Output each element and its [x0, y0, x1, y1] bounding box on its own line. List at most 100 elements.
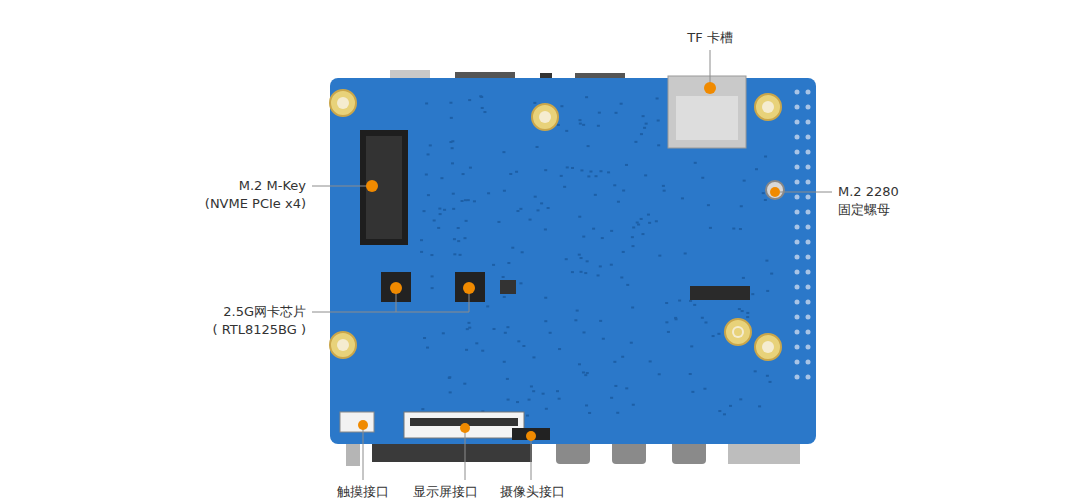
smd-part	[503, 190, 506, 192]
smd-part	[442, 332, 445, 334]
smd-part	[566, 166, 569, 168]
smd-part	[662, 185, 665, 187]
header-pin	[806, 240, 811, 245]
smd-part	[589, 171, 592, 173]
smd-part	[519, 208, 522, 210]
smd-part	[452, 208, 455, 210]
smd-part	[443, 209, 446, 211]
smd-part	[640, 218, 643, 220]
smd-part	[620, 276, 623, 278]
header-pin	[806, 255, 811, 260]
smd-part	[560, 105, 563, 107]
smd-part	[667, 331, 670, 333]
smd-part	[571, 271, 574, 273]
smd-part	[438, 208, 441, 210]
smd-part	[701, 177, 704, 179]
mounting-hole	[330, 332, 356, 358]
smd-part	[586, 260, 589, 262]
hole-centers	[337, 97, 774, 353]
smd-part	[509, 173, 512, 175]
smd-part	[766, 290, 769, 292]
header-pin	[795, 150, 800, 155]
smd-part	[563, 186, 566, 188]
smd-part	[579, 123, 582, 125]
leader-line	[780, 192, 832, 193]
smd-part	[516, 401, 519, 403]
smd-part	[620, 103, 623, 105]
smd-part	[642, 115, 645, 117]
header-pin	[806, 225, 811, 230]
smd-part	[584, 374, 587, 376]
header-pin	[806, 285, 811, 290]
smd-part	[431, 275, 434, 277]
smd-part	[427, 153, 430, 155]
smd-part	[765, 260, 768, 262]
smd-part	[467, 199, 470, 201]
smd-part	[545, 408, 548, 410]
header-pin	[795, 300, 800, 305]
smd-part	[649, 360, 652, 362]
smd-part	[751, 293, 754, 295]
smd-part	[597, 274, 600, 276]
smd-part	[658, 255, 661, 257]
smd-part	[473, 200, 476, 202]
smd-part	[497, 221, 500, 223]
smd-part	[421, 408, 424, 410]
smd-part	[452, 193, 455, 195]
smd-part	[502, 276, 505, 278]
smd-part	[709, 227, 712, 229]
smd-part	[689, 373, 692, 375]
tf-slot-inner	[676, 96, 738, 140]
smd-part	[451, 162, 454, 164]
smd-part	[580, 271, 583, 273]
smd-part	[613, 184, 616, 186]
smd-part	[674, 317, 677, 319]
smd-part	[592, 228, 595, 230]
smd-part	[632, 226, 635, 228]
smd-part	[519, 282, 522, 284]
smd-part	[578, 363, 581, 365]
smd-part	[533, 102, 536, 104]
board	[330, 70, 816, 466]
smd-part	[622, 251, 625, 253]
smd-part	[481, 350, 484, 352]
leader-line	[312, 186, 372, 187]
smd-part	[423, 210, 426, 212]
smd-part	[630, 342, 633, 344]
header-pin	[795, 240, 800, 245]
smd-part	[739, 398, 742, 400]
ic	[500, 280, 516, 294]
smd-part	[426, 347, 429, 349]
mounting-hole	[725, 319, 751, 345]
smd-part	[532, 390, 535, 392]
smd-part	[517, 340, 520, 342]
header-pin	[795, 195, 800, 200]
smd-part	[483, 111, 486, 113]
smd-part	[587, 145, 590, 147]
smd-part	[582, 124, 585, 126]
smd-part	[448, 376, 451, 378]
smd-part	[479, 95, 482, 97]
smd-part	[481, 107, 484, 109]
callout-dots	[358, 82, 780, 441]
smd-part	[632, 404, 635, 406]
mounting-holes	[330, 90, 781, 360]
smd-part	[694, 162, 697, 164]
smd-part	[503, 361, 506, 363]
smd-part	[463, 237, 466, 239]
smd-part	[614, 385, 617, 387]
smd-part	[644, 174, 647, 176]
mounting-hole	[755, 94, 781, 120]
smd-part	[621, 356, 624, 358]
smd-part	[637, 224, 640, 226]
smd-part	[631, 236, 634, 238]
m2-slot-inner	[366, 136, 402, 239]
smd-part	[457, 227, 460, 229]
smd-part	[740, 205, 743, 207]
smd-part	[755, 168, 758, 170]
header-pin	[806, 375, 811, 380]
smd-part	[425, 102, 428, 104]
smd-part	[580, 257, 583, 259]
smd-part	[467, 322, 470, 324]
smd-part	[503, 296, 506, 298]
